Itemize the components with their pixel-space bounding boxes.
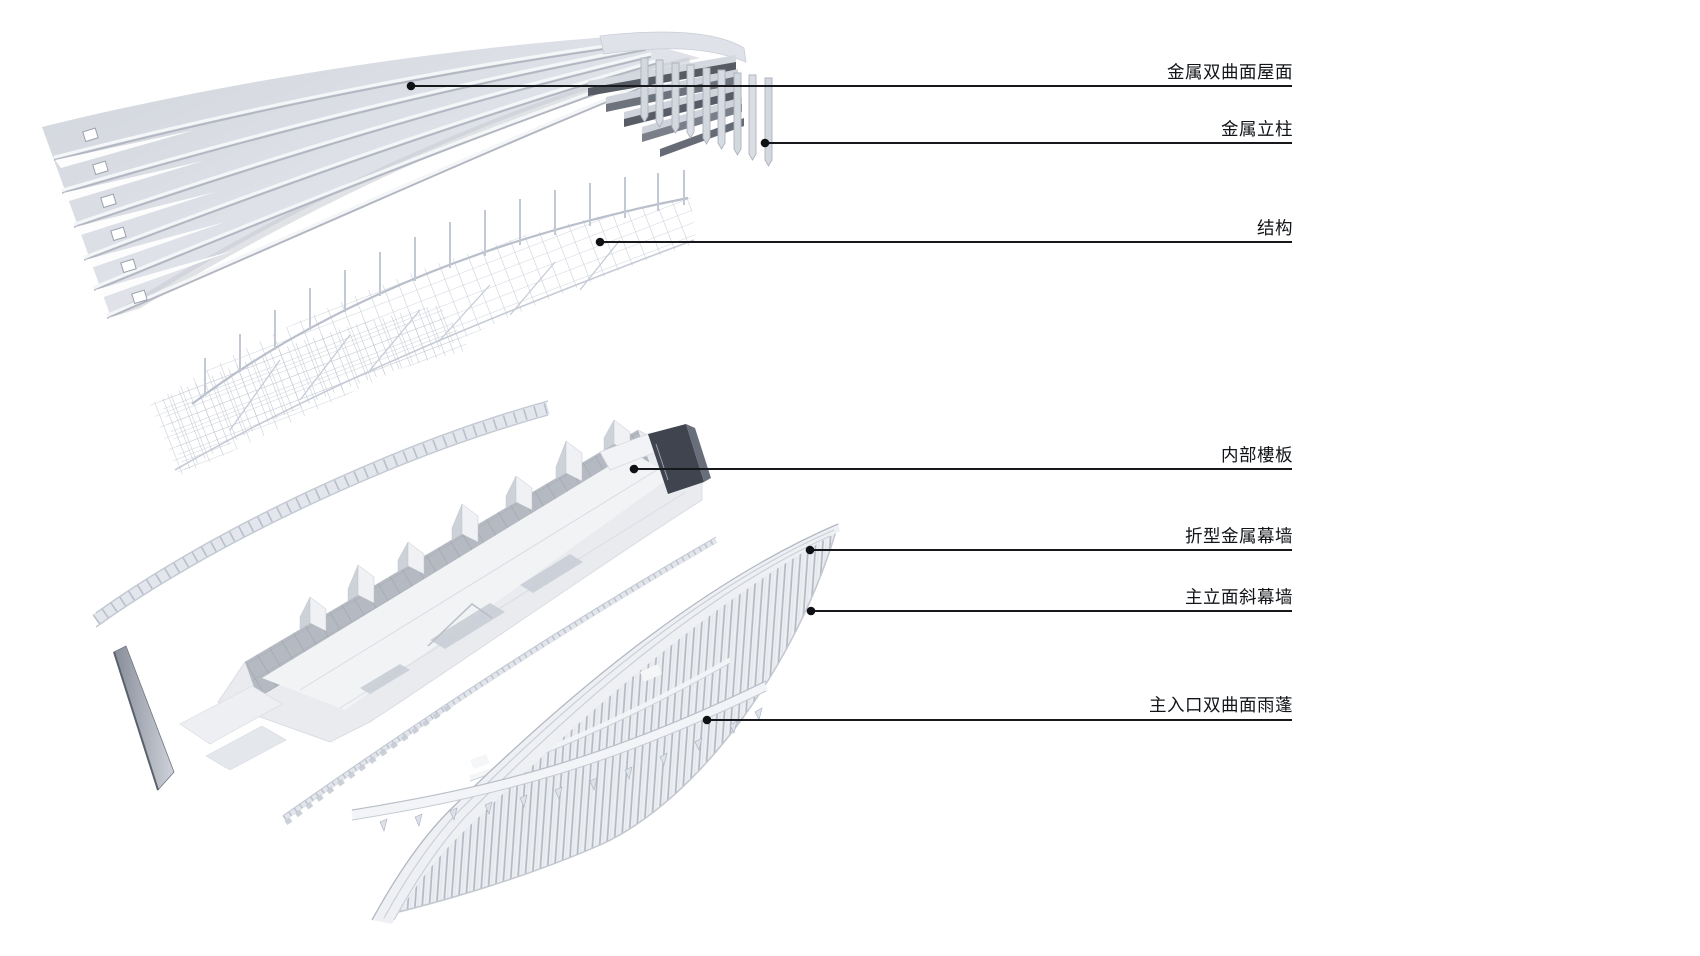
label-main-facade: 主立面斜幕墙	[1185, 587, 1293, 607]
floor-assembly	[92, 400, 711, 791]
leader-lines	[411, 85, 1292, 721]
facade-leaf	[282, 523, 840, 924]
label-canopy: 主入口双曲面雨蓬	[1149, 695, 1293, 715]
leader-dot-roof	[406, 81, 416, 91]
dark-panel	[599, 424, 711, 494]
label-structure: 结构	[1257, 218, 1293, 238]
leader-dot-columns	[760, 138, 770, 148]
leader-dots	[406, 81, 816, 725]
roof-layer	[42, 31, 773, 326]
folded-band	[371, 523, 840, 924]
label-floors: 内部樓板	[1221, 445, 1293, 465]
leader-dot-structure	[595, 237, 605, 247]
glass-band	[92, 400, 550, 628]
leader-dot-main-facade	[806, 606, 816, 616]
leader-dot-floors	[629, 464, 639, 474]
leader-dot-folded-wall	[805, 545, 815, 555]
leader-dot-canopy	[702, 715, 712, 725]
label-folded-wall: 折型金属幕墙	[1185, 526, 1293, 546]
label-columns: 金属立柱	[1221, 119, 1293, 139]
structure-frame	[150, 170, 697, 476]
partition-boxes	[299, 419, 631, 632]
label-roof: 金属双曲面屋面	[1167, 62, 1293, 82]
side-panel	[113, 645, 175, 791]
canopy-arc	[351, 680, 768, 832]
thin-strip	[282, 536, 718, 826]
